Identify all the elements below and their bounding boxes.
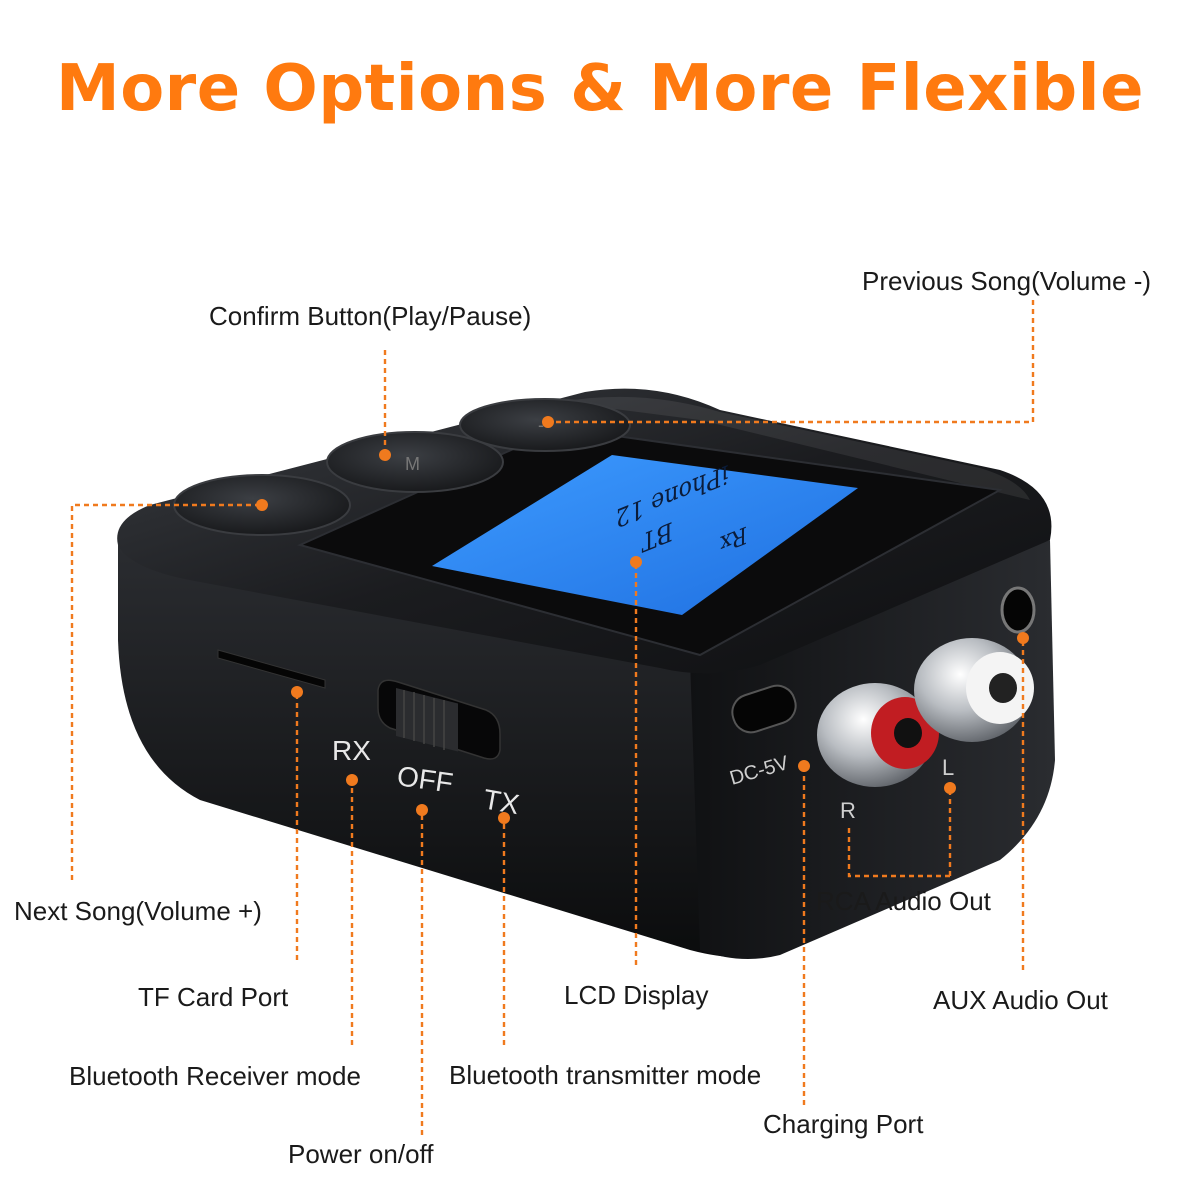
switch-label-off: OFF [395, 760, 455, 798]
previous-song-icon: - [538, 415, 544, 435]
rca-jack-l [914, 638, 1034, 742]
callout-aux-audio-out: AUX Audio Out [933, 985, 1108, 1015]
confirm-button[interactable] [326, 431, 504, 493]
usb-c-port [731, 684, 797, 734]
callout-bluetooth-receiver-mode: Bluetooth Receiver mode [69, 1061, 361, 1091]
callout-charging-port: Charging Port [763, 1109, 924, 1139]
aux-jack [1000, 586, 1036, 634]
tf-card-slot [217, 649, 326, 689]
power-switch-knob[interactable] [396, 688, 458, 752]
callout-lcd-display: LCD Display [564, 980, 709, 1010]
callout-power-on-off: Power on/off [288, 1139, 434, 1169]
headline: More Options & More Flexible [56, 52, 1144, 126]
callout-previous-song: Previous Song(Volume -) [862, 266, 1152, 296]
callout-next-song: Next Song(Volume +) [14, 896, 262, 926]
callout-bluetooth-transmitter-mode: Bluetooth transmitter mode [449, 1060, 762, 1090]
rca-label-l: L [942, 755, 954, 780]
switch-label-rx: RX [332, 735, 371, 766]
leader-lines [70, 300, 1035, 1135]
confirm-icon: M [405, 454, 420, 474]
power-switch[interactable] [377, 679, 501, 760]
lcd-screen [432, 455, 858, 615]
rca-label-r: R [840, 798, 856, 823]
callout-tf-card-port: TF Card Port [138, 982, 289, 1012]
callout-confirm-button: Confirm Button(Play/Pause) [209, 301, 532, 331]
callout-rca-audio-out: RCA Audio Out [816, 886, 991, 916]
